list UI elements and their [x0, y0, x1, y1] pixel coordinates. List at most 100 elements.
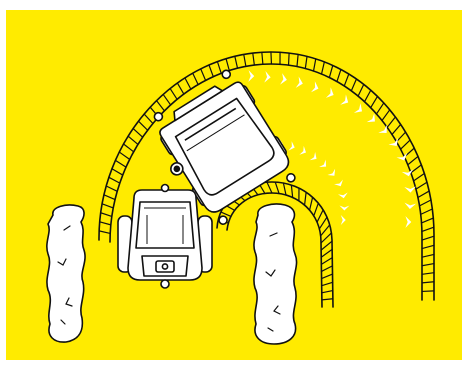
edging-tick — [321, 281, 334, 287]
path-arrow — [325, 87, 334, 98]
edging-tick — [111, 168, 124, 176]
edging-tick — [308, 196, 314, 211]
hedge-left-icon — [46, 204, 86, 343]
edging-tick — [127, 135, 139, 146]
edging-tick — [234, 55, 239, 69]
edging-tick — [155, 100, 166, 112]
edging-tick — [225, 58, 230, 72]
edging-tick — [400, 139, 411, 150]
path-arrow — [405, 216, 412, 228]
edging-tick — [243, 53, 247, 67]
edging-tick — [132, 127, 144, 138]
edging-tick — [303, 191, 307, 206]
edging-tick — [420, 208, 433, 215]
edging-tick — [176, 82, 185, 95]
edging-tick — [407, 155, 419, 166]
edging-tick — [395, 131, 407, 143]
edging-tick — [282, 182, 287, 196]
robot-mower-front-icon — [117, 183, 213, 289]
path-arrow — [334, 179, 343, 187]
edging-tick — [184, 77, 192, 90]
edging-tick — [108, 176, 121, 184]
edging-tick — [328, 64, 334, 79]
edging-tick — [169, 87, 178, 100]
edging-tick — [320, 224, 331, 237]
edging-tick — [137, 120, 149, 131]
edging-tick — [101, 203, 114, 209]
illustration-svg — [46, 51, 435, 345]
edging-tick — [343, 73, 350, 87]
edging-tick — [421, 235, 435, 241]
path-arrow — [309, 152, 317, 161]
path-arrow — [327, 168, 336, 176]
edging-tick — [363, 89, 372, 103]
edging-tick — [296, 53, 299, 68]
edging-tick — [421, 272, 435, 275]
path-arrow — [337, 192, 348, 199]
path-arrow — [340, 215, 346, 225]
path-arrow — [353, 103, 363, 113]
edging-tick — [320, 61, 325, 75]
path-arrow — [299, 145, 307, 155]
edging-tick — [415, 181, 428, 190]
robot-mower-turning-icon — [153, 69, 296, 225]
edging-tick — [421, 244, 435, 250]
illustration-canvas — [6, 10, 462, 360]
edging-tick — [261, 51, 264, 65]
edging-tick — [421, 281, 435, 284]
edging-tick — [162, 93, 172, 106]
edging-tick — [216, 61, 222, 74]
path-arrow — [319, 159, 327, 168]
edging-tick — [192, 72, 199, 86]
edging-tick — [320, 248, 333, 258]
path-arrow — [288, 141, 295, 151]
edging-tick — [420, 217, 434, 224]
edging-tick — [252, 52, 255, 66]
edging-tick — [266, 181, 273, 194]
edging-tick — [103, 194, 116, 201]
edging-tick — [320, 257, 333, 265]
edging-tick — [418, 199, 432, 207]
path-arrow — [396, 152, 408, 161]
path-arrow — [248, 70, 255, 82]
path-arrow — [388, 137, 399, 146]
edging-tick — [370, 95, 379, 109]
path-arrow — [339, 205, 350, 211]
edging-tick — [98, 230, 111, 235]
edging-tick — [386, 116, 396, 128]
edging-tick — [122, 143, 135, 153]
edging-tick — [413, 172, 425, 182]
edging-tick — [287, 52, 290, 66]
edging-tick — [208, 64, 214, 78]
edging-tick — [350, 78, 358, 92]
edging-tick — [336, 68, 342, 83]
edging-tick — [320, 240, 333, 251]
edging-tick — [200, 68, 207, 81]
hedge-middle-icon — [253, 203, 298, 345]
path-arrow — [280, 73, 287, 85]
edging-tick — [100, 212, 113, 217]
outer-arched-edging-icon — [98, 51, 435, 301]
edging-tick — [320, 265, 333, 273]
edging-tick — [304, 55, 308, 70]
edging-tick — [421, 262, 435, 267]
edging-tick — [321, 289, 334, 294]
edging-tick — [318, 216, 328, 230]
edging-tick — [118, 151, 131, 160]
edging-tick — [421, 290, 435, 293]
edging-tick — [321, 298, 334, 301]
edging-tick — [274, 181, 280, 195]
edging-tick — [143, 113, 154, 125]
edging-tick — [316, 209, 324, 223]
edging-tick — [417, 190, 430, 199]
edging-tick — [391, 123, 402, 136]
path-arrow — [378, 124, 387, 133]
edging-tick — [290, 184, 294, 199]
edging-tick — [220, 211, 232, 218]
edging-tick — [270, 51, 273, 65]
edging-tick — [114, 159, 127, 168]
edging-tick — [421, 226, 435, 233]
edging-tick — [313, 202, 319, 217]
path-arrow — [401, 169, 414, 177]
edging-tick — [357, 83, 365, 97]
